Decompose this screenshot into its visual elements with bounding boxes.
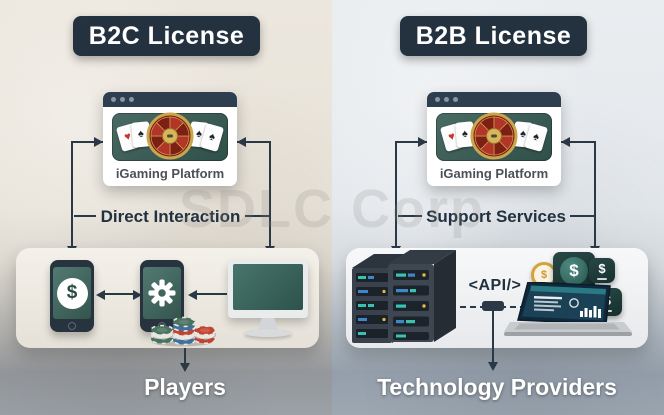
b2c-bracket-line-left-top: [72, 141, 103, 143]
b2c-relation-connector-left: [74, 215, 96, 217]
home-button-icon: [68, 322, 76, 330]
b2c-relation-label: Direct Interaction: [100, 207, 241, 226]
b2b-platform-window: ♥ ♠ ♠ ♠ iGaming Plat: [427, 92, 561, 186]
window-dot-icon: [129, 97, 134, 102]
monitor-stand: [258, 318, 278, 330]
b2b-license-title: B2B License: [415, 21, 572, 50]
b2c-license-badge: B2C License: [73, 16, 260, 56]
window-dot-icon: [453, 97, 458, 102]
roulette-wheel-icon: [469, 111, 519, 161]
b2b-bracket-line-right-vertical: [594, 141, 596, 248]
api-connector: [482, 301, 504, 311]
api-label: <API/>: [468, 277, 522, 294]
b2b-relation-connector-left: [398, 215, 422, 217]
phone-payment: $: [50, 260, 94, 332]
b2c-bracket-line-right-top: [237, 141, 271, 143]
gear-icon: [148, 279, 176, 307]
b2c-bracket-line-left-vertical: [71, 141, 73, 248]
monitor-base: [244, 329, 292, 337]
b2b-relation-connector-right: [570, 215, 596, 217]
arrowhead-right-icon: [133, 290, 142, 300]
b2b-license-badge: B2B License: [400, 16, 587, 56]
arrow-into-b2b-platform-right-icon: [561, 137, 570, 147]
b2b-audience-label: Technology Providers: [377, 374, 617, 400]
arrowhead-left-icon: [96, 290, 105, 300]
window-dot-icon: [111, 97, 116, 102]
window-dot-icon: [120, 97, 125, 102]
b2b-bracket-line-left-vertical: [395, 141, 397, 248]
casino-thumbnail: ♥ ♠ ♠ ♠: [436, 111, 552, 161]
arrow-into-b2c-platform-left-icon: [94, 137, 103, 147]
roulette-wheel-icon: [145, 111, 195, 161]
arrow-down-to-players-icon: [180, 363, 190, 372]
casino-thumbnail: ♥ ♠ ♠ ♠: [112, 111, 228, 161]
b2b-bracket-line-left-top: [396, 141, 427, 143]
dollar-tile-small-icon: $: [589, 258, 615, 283]
b2c-audience-line: [184, 348, 186, 365]
server-racks-icon: [348, 246, 462, 346]
phone-screen: [143, 267, 181, 319]
window-dot-icon: [444, 97, 449, 102]
b2c-platform-label: iGaming Platform: [115, 166, 225, 181]
b2c-relation-connector-right: [245, 215, 270, 217]
b2b-relation-label: Support Services: [426, 207, 566, 226]
arrow-into-b2b-platform-left-icon: [418, 137, 427, 147]
b2c-license-title: B2C License: [88, 21, 245, 50]
b2c-platform-window: ♥ ♠ ♠ ♠ iGaming Plat: [103, 92, 237, 186]
b2b-platform-label: iGaming Platform: [439, 166, 549, 181]
poker-chips-icon: [146, 299, 218, 347]
tile-dash: [597, 278, 607, 280]
b2c-audience-label: Players: [144, 374, 226, 400]
dollar-circle-icon: $: [560, 257, 588, 285]
phone-screen: $: [53, 267, 91, 319]
b2c-bracket-line-right-vertical: [269, 141, 271, 248]
b2b-audience-line: [492, 311, 494, 364]
monitor-screen: [233, 264, 303, 310]
b2b-bracket-line-right-top: [561, 141, 596, 143]
arrow-down-to-providers-icon: [488, 362, 498, 371]
desktop-monitor: [228, 260, 308, 318]
phones-arrow-line: [104, 293, 134, 295]
browser-title-bar: [427, 92, 561, 107]
browser-title-bar: [103, 92, 237, 107]
dollar-circle-icon: $: [56, 277, 88, 309]
laptop-icon: [504, 282, 632, 340]
window-dot-icon: [435, 97, 440, 102]
monitor-arrow-line: [196, 293, 227, 295]
arrowhead-left-icon: [188, 290, 197, 300]
arrow-into-b2c-platform-right-icon: [237, 137, 246, 147]
